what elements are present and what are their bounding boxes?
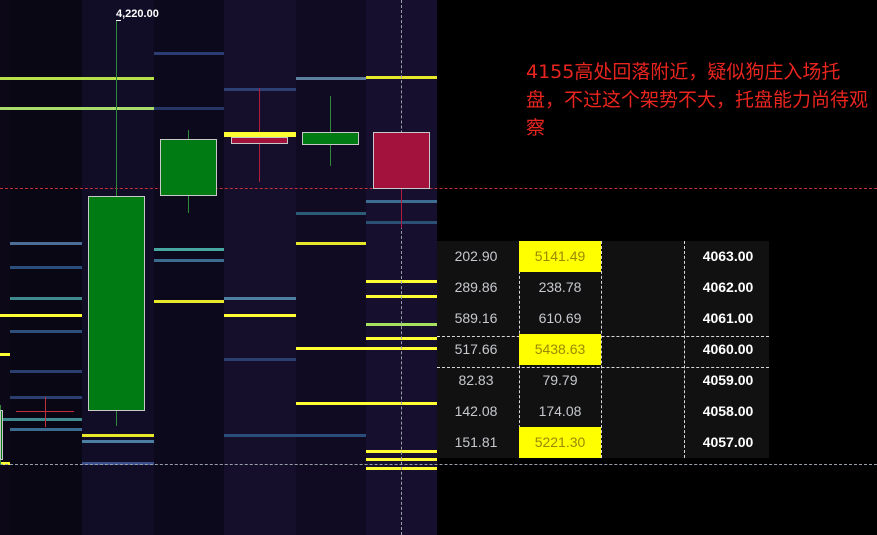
heatmap-column [0, 0, 10, 535]
orderbook-divider [601, 241, 602, 458]
ask-volume: 5221.30 [519, 427, 601, 458]
bid-volume: 202.90 [454, 248, 498, 264]
ask-volume: 238.78 [538, 279, 582, 295]
bid-volume: 151.81 [454, 434, 498, 450]
liquidity-level [82, 434, 154, 437]
price-level: 4058.00 [702, 403, 754, 419]
liquidity-level [224, 297, 296, 300]
liquidity-level [296, 347, 366, 350]
heatmap-column [224, 0, 296, 535]
orderbook-row[interactable]: 289.86 238.78 4062.00 [437, 272, 769, 303]
price-line [0, 188, 877, 189]
high-marker-tick [116, 20, 121, 21]
price-level: 4061.00 [702, 310, 754, 326]
liquidity-level [154, 259, 224, 262]
liquidity-level [154, 52, 224, 55]
orderbook-row[interactable]: 517.66 5438.63 4060.00 [437, 334, 769, 365]
bid-volume: 142.08 [454, 403, 498, 419]
orderbook-divider [437, 336, 769, 337]
orderbook-row[interactable]: 142.08 174.08 4058.00 [437, 396, 769, 427]
liquidity-level [10, 242, 82, 245]
liquidity-level [10, 330, 82, 333]
candle-up [160, 139, 217, 196]
candle-wick [330, 96, 331, 166]
bid-volume: 517.66 [454, 341, 498, 357]
candle-down [231, 137, 288, 144]
liquidity-level [224, 132, 296, 137]
liquidity-level [10, 396, 82, 399]
liquidity-level [0, 353, 10, 356]
heatmap-column [296, 0, 366, 535]
liquidity-level [0, 462, 10, 465]
candle-down [373, 132, 430, 189]
bid-volume: 82.83 [458, 372, 494, 388]
orderbook-row[interactable]: 82.83 79.79 4059.00 [437, 365, 769, 396]
orderbook-row[interactable]: 202.90 5141.49 4063.00 [437, 241, 769, 272]
liquidity-level [154, 107, 224, 110]
candle-up [0, 410, 3, 460]
heatmap-column [154, 0, 224, 535]
price-level: 4062.00 [702, 279, 754, 295]
liquidity-level [82, 462, 154, 465]
ask-volume: 79.79 [542, 372, 578, 388]
liquidity-level [10, 266, 82, 269]
bid-volume: 289.86 [454, 279, 498, 295]
liquidity-level [0, 107, 154, 110]
liquidity-level [224, 358, 296, 361]
crosshair-mark [45, 397, 46, 427]
candle-wick [401, 188, 402, 228]
price-level: 4060.00 [702, 341, 754, 357]
liquidity-level [296, 242, 366, 245]
annotation-text: 4155高处回落附近，疑似狗庄入场托盘，不过这个架势不大，托盘能力尚待观察 [526, 61, 869, 139]
liquidity-level [154, 248, 224, 251]
price-level: 4063.00 [702, 248, 754, 264]
bid-volume: 589.16 [454, 310, 498, 326]
price-level: 4057.00 [702, 434, 754, 450]
ask-volume: 5141.49 [519, 241, 601, 272]
orderbook-panel: 202.90 5141.49 4063.00 289.86 238.78 406… [437, 241, 769, 458]
liquidity-level [224, 434, 296, 437]
liquidity-level [10, 370, 82, 373]
crosshair-vertical [401, 0, 402, 535]
liquidity-level [0, 314, 82, 317]
liquidity-level [224, 88, 296, 91]
orderbook-row[interactable]: 151.81 5221.30 4057.00 [437, 427, 769, 458]
liquidity-level [296, 77, 366, 80]
liquidity-level [10, 428, 82, 431]
price-level: 4059.00 [702, 372, 754, 388]
orderbook-divider [684, 241, 685, 458]
liquidity-level [296, 212, 366, 215]
crosshair-mark [16, 411, 74, 412]
liquidity-level [0, 77, 154, 80]
high-price-label: 4,220.00 [116, 8, 159, 20]
liquidity-level [0, 418, 82, 421]
candle-up [88, 196, 145, 411]
liquidity-level [154, 300, 224, 303]
candle-up [302, 132, 359, 145]
liquidity-level [296, 402, 366, 405]
ask-volume: 5438.63 [519, 334, 601, 365]
orderbook-row[interactable]: 589.16 610.69 4061.00 [437, 303, 769, 334]
ask-volume: 174.08 [538, 403, 582, 419]
liquidity-level [82, 440, 154, 443]
liquidity-level [224, 314, 296, 317]
ask-volume: 610.69 [538, 310, 582, 326]
price-line [0, 464, 877, 465]
orderbook-divider [437, 367, 769, 368]
liquidity-level [10, 297, 82, 300]
liquidity-level [296, 434, 366, 437]
